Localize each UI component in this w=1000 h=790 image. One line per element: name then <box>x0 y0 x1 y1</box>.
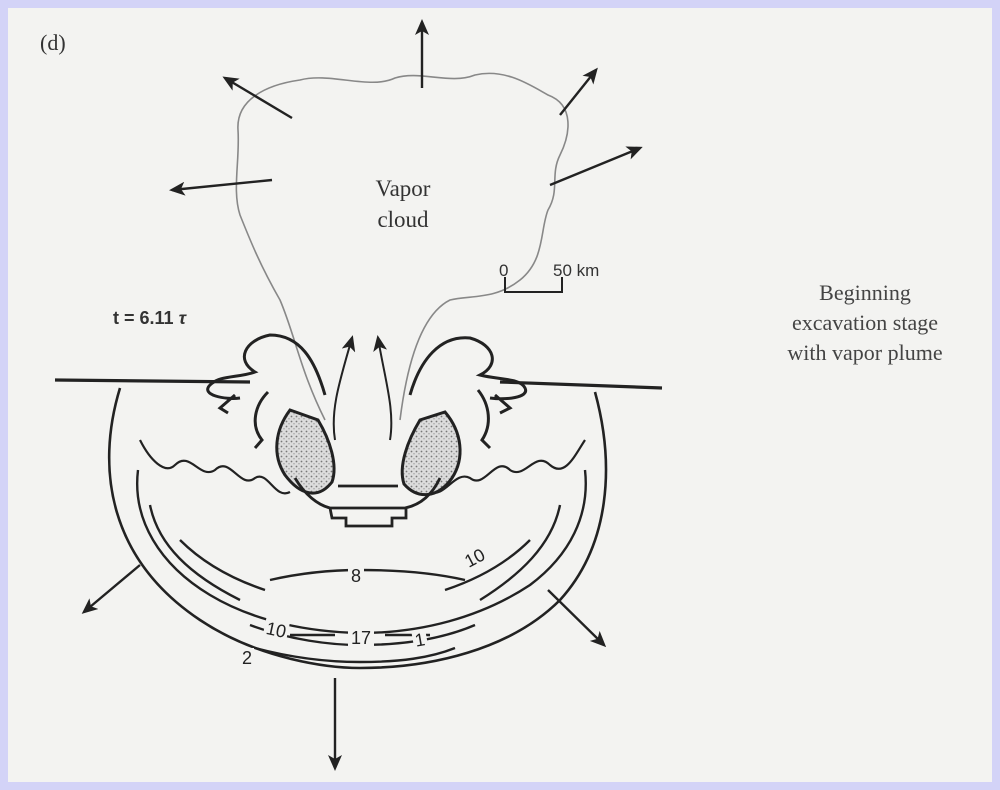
time-label: t = 6.11 τ <box>113 308 186 329</box>
cloud-expansion-arrows <box>172 22 640 190</box>
caption-line: Beginning <box>760 278 970 308</box>
impact-crater-diagram <box>8 8 992 782</box>
vapor-flow-arrows <box>334 338 392 440</box>
panel-label: (d) <box>40 30 66 56</box>
arrow-down-left <box>84 565 140 612</box>
ground-line <box>55 380 662 388</box>
contour-label: 17 <box>348 628 374 649</box>
outer-shock-front <box>109 388 606 668</box>
vapor-cloud-label-line2: cloud <box>338 204 468 235</box>
arrow-down-right <box>548 590 604 645</box>
scale-bar-distance: 50 km <box>553 261 599 281</box>
caption-line: excavation stage <box>760 308 970 338</box>
stage-caption: Beginning excavation stage with vapor pl… <box>760 278 970 368</box>
time-label-value: t = 6.11 <box>113 308 174 328</box>
left-melt-zone <box>277 410 334 493</box>
arrow-up-right <box>560 70 596 115</box>
scale-bar-zero: 0 <box>499 261 508 281</box>
time-label-symbol: τ <box>179 308 186 328</box>
crater-rim-lobes <box>208 335 526 448</box>
vapor-cloud-label: Vapor cloud <box>338 173 468 235</box>
contour-label: 8 <box>348 566 364 587</box>
arrow-right <box>550 148 640 185</box>
contour-label: 2 <box>240 648 254 669</box>
caption-line: with vapor plume <box>760 338 970 368</box>
figure-panel: (d) t = 6.11 τ Vapor cloud 0 50 km Begin… <box>8 8 992 782</box>
arrow-left <box>172 180 272 190</box>
vapor-cloud-label-line1: Vapor <box>338 173 468 204</box>
vapor-cloud-outline <box>236 73 568 420</box>
